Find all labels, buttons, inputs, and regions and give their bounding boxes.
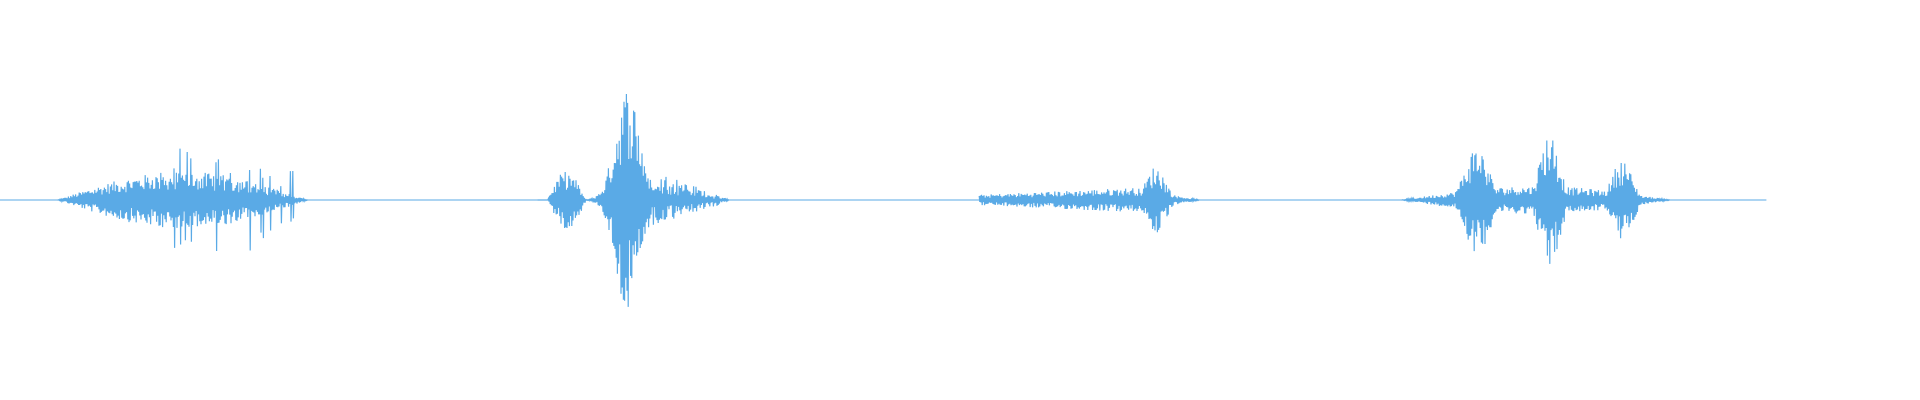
waveform-trace: [57, 93, 1671, 307]
